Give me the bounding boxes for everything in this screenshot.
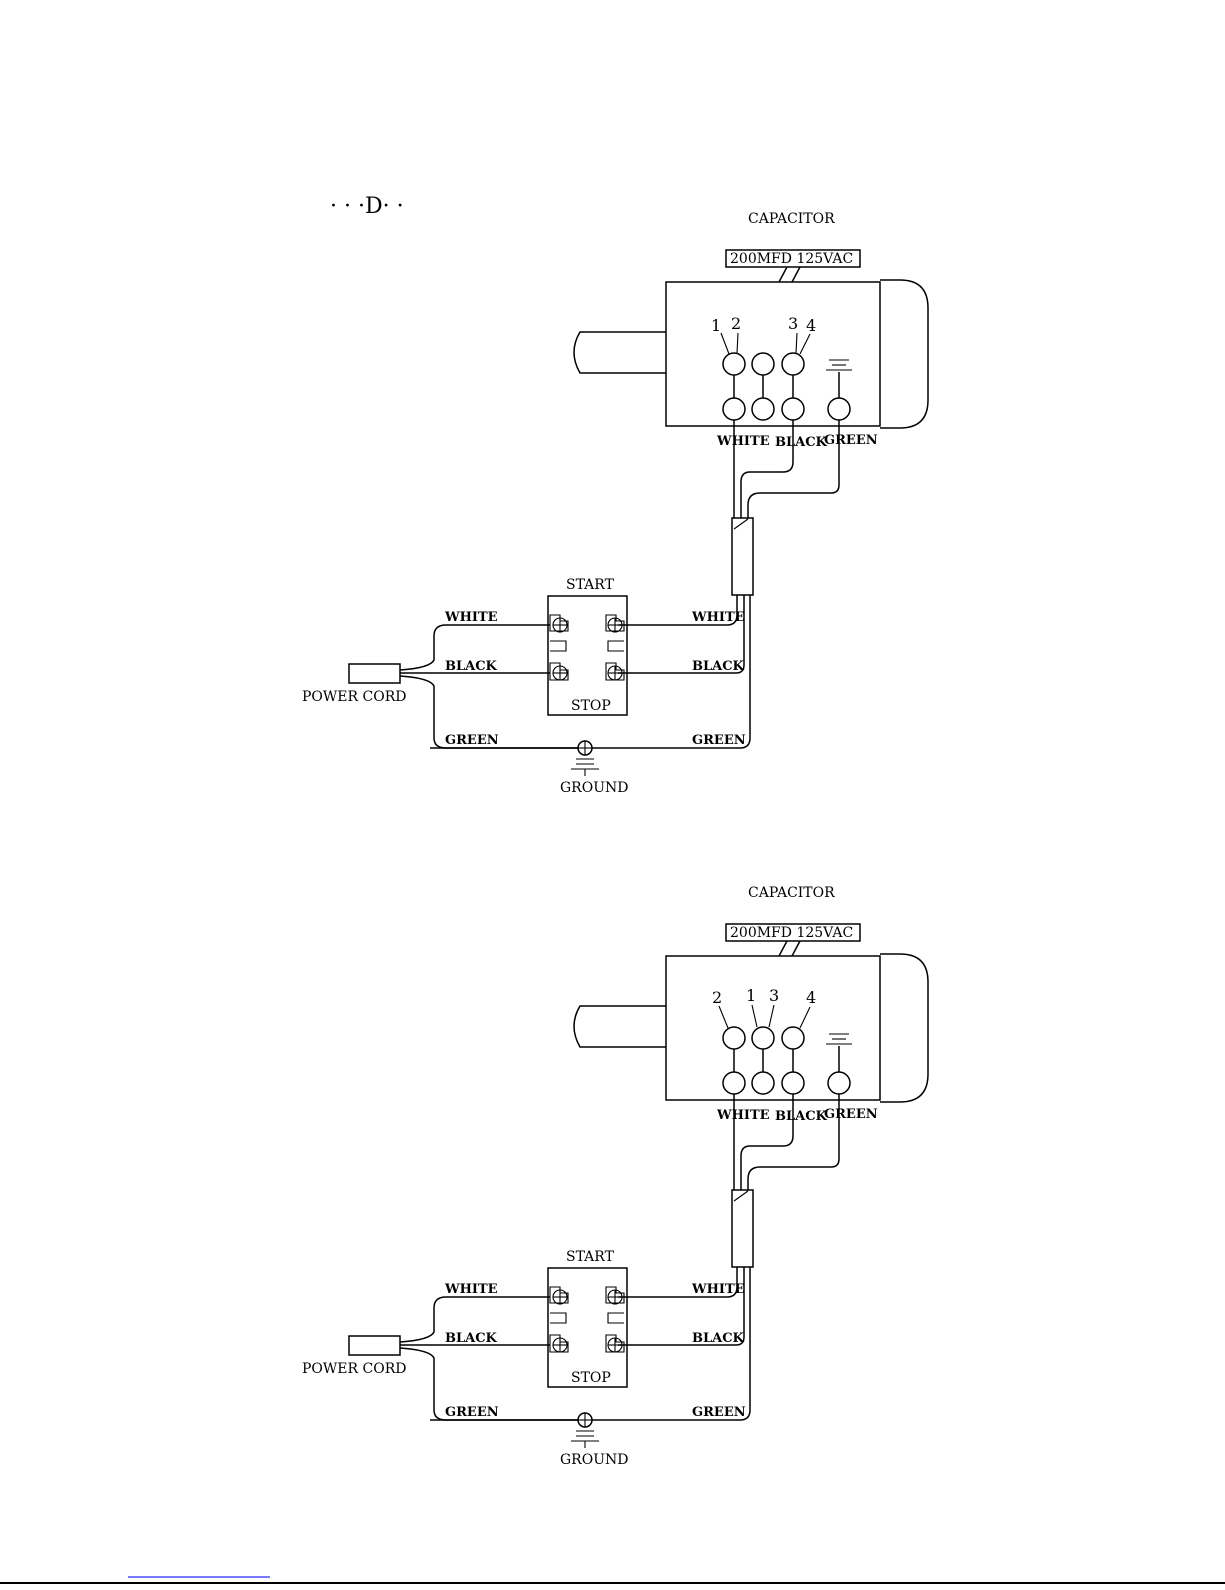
left-wire-green-label: GREEN [445,733,499,748]
terminal [723,1072,745,1094]
terminal-number: 3 [769,986,779,1005]
terminal [782,353,804,375]
capacitor-lead-2 [792,941,800,956]
motor-shaft [574,332,666,373]
capacitor-lead-2 [792,267,800,282]
motor-shaft [574,1006,666,1047]
motor-wire-green-label: GREEN [824,1107,878,1122]
header-fragment: · · ·D· · [330,194,404,219]
cable-sheath [732,518,753,595]
power-cord-plug [349,664,400,683]
ground-label: GROUND [560,1452,628,1468]
right-wire-white-label: WHITE [691,1282,745,1297]
terminal [752,1027,774,1049]
left-wire-black-label: BLACK [445,659,498,674]
ground-terminal [828,398,850,420]
right-wire-black-label: BLACK [692,659,745,674]
terminal-number: 2 [731,314,741,333]
diagram-1: CAPACITOR 200MFD 125VAC [302,211,928,796]
switch-stop-label: STOP [571,698,611,714]
terminal [723,398,745,420]
terminal [782,398,804,420]
terminal [782,1072,804,1094]
ground-symbol [571,741,599,776]
terminal-number: 4 [806,316,816,335]
right-wire-black-label: BLACK [692,1331,745,1346]
motor-wire-black-label: BLACK [775,435,828,450]
terminal-block: 1 2 3 4 [711,314,852,420]
terminal [752,1072,774,1094]
terminal-number: 1 [746,986,756,1005]
right-wire-green-label: GREEN [692,1405,746,1420]
left-wire-green-label: GREEN [445,1405,499,1420]
terminal [723,1027,745,1049]
terminal [782,1027,804,1049]
terminal-number: 1 [711,316,721,335]
motor-wire-black-label: BLACK [775,1109,828,1124]
motor-wire-green-label: GREEN [824,433,878,448]
power-cord-label: POWER CORD [302,689,406,705]
capacitor-rating: 200MFD 125VAC [730,251,853,267]
motor-wire-white-label: WHITE [716,1108,770,1123]
terminal-block: 2 1 3 4 [712,986,852,1094]
capacitor-label: CAPACITOR [748,885,835,901]
switch-terminals [550,615,624,680]
ground-terminal [828,1072,850,1094]
power-cord-plug [349,1336,400,1355]
left-wire-black-label: BLACK [445,1331,498,1346]
ground-label: GROUND [560,780,628,796]
switch-stop-label: STOP [571,1370,611,1386]
diagram-2: CAPACITOR 200MFD 125VAC [302,885,928,1468]
terminal [723,353,745,375]
terminal-number: 3 [788,314,798,333]
capacitor-lead-1 [779,941,787,956]
capacitor-lead-1 [779,267,787,282]
terminal-number: 4 [806,988,816,1007]
switch-start-label: START [566,1249,615,1265]
motor-wire-white-label: WHITE [716,434,770,449]
terminal [752,398,774,420]
cable-sheath [732,1190,753,1267]
motor-end-cap [880,280,928,428]
switch-start-label: START [566,577,615,593]
terminal [752,353,774,375]
switch-terminals [550,1287,624,1352]
right-wire-green-label: GREEN [692,733,746,748]
left-wire-white-label: WHITE [444,610,498,625]
ground-symbol [571,1413,599,1448]
terminal-number: 2 [712,988,722,1007]
capacitor-rating: 200MFD 125VAC [730,925,853,941]
right-wire-white-label: WHITE [691,610,745,625]
capacitor-label: CAPACITOR [748,211,835,227]
motor-end-cap [880,954,928,1102]
power-cord-label: POWER CORD [302,1361,406,1377]
left-wire-white-label: WHITE [444,1282,498,1297]
